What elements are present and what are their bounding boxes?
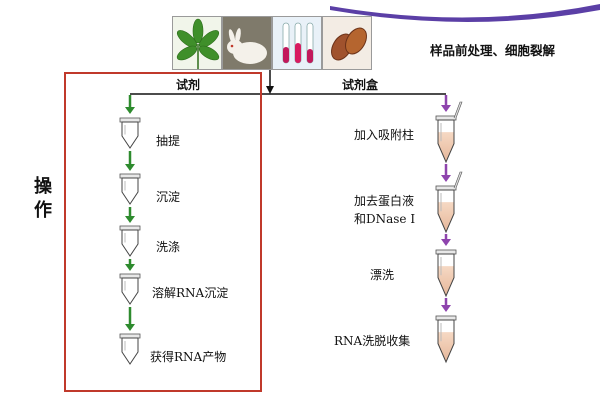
decorative-swoosh [330,4,600,22]
kit-step-protein-removal: 加去蛋白液 [354,194,415,208]
bean-icon [322,16,372,70]
kit-arrow [441,95,451,112]
reagent-branch-label: 试剂 [176,78,201,92]
reagent-step-extract: 抽提 [156,134,181,148]
tube-icon [119,273,141,305]
tube-icon [119,225,141,257]
plant-leaf-icon [172,16,222,70]
kit-arrow [441,234,451,246]
spin-column-tube-icon [435,171,463,234]
reagent-arrow [125,259,135,271]
kit-step-load-column: 加入吸附柱 [354,128,415,142]
operation-label-char-1: 操 [34,176,52,197]
kit-arrow [441,164,451,182]
reagent-step-product: 获得RNA产物 [150,350,227,364]
blood-tubes-icon [272,16,322,70]
operation-label-char-2: 作 [34,200,52,221]
kit-arrow [441,298,451,312]
reagent-method-frame [64,72,262,392]
reagent-arrow [125,95,135,114]
kit-step-rinse: 漂洗 [370,268,395,282]
reagent-step-dissolve: 溶解RNA沉淀 [152,286,229,300]
rabbit-icon [222,16,272,70]
kit-step-dnase: 和DNase I [354,212,416,226]
sample-pretreatment-title: 样品前处理、细胞裂解 [430,43,556,58]
reagent-step-precipitate: 沉淀 [156,190,181,204]
reagent-step-wash: 洗涤 [156,240,181,254]
tube-icon [119,333,141,365]
spin-column-tube-icon [435,249,457,298]
sample-image-strip [172,16,376,70]
kit-branch-label: 试剂盒 [342,78,379,92]
tube-icon [119,117,141,149]
kit-step-elute: RNA洗脱收集 [334,334,411,348]
spin-column-tube-icon [435,315,457,364]
spin-column-tube-icon [435,101,463,164]
reagent-arrow [125,207,135,223]
reagent-arrow [125,307,135,331]
reagent-arrow [125,151,135,171]
tube-icon [119,173,141,205]
